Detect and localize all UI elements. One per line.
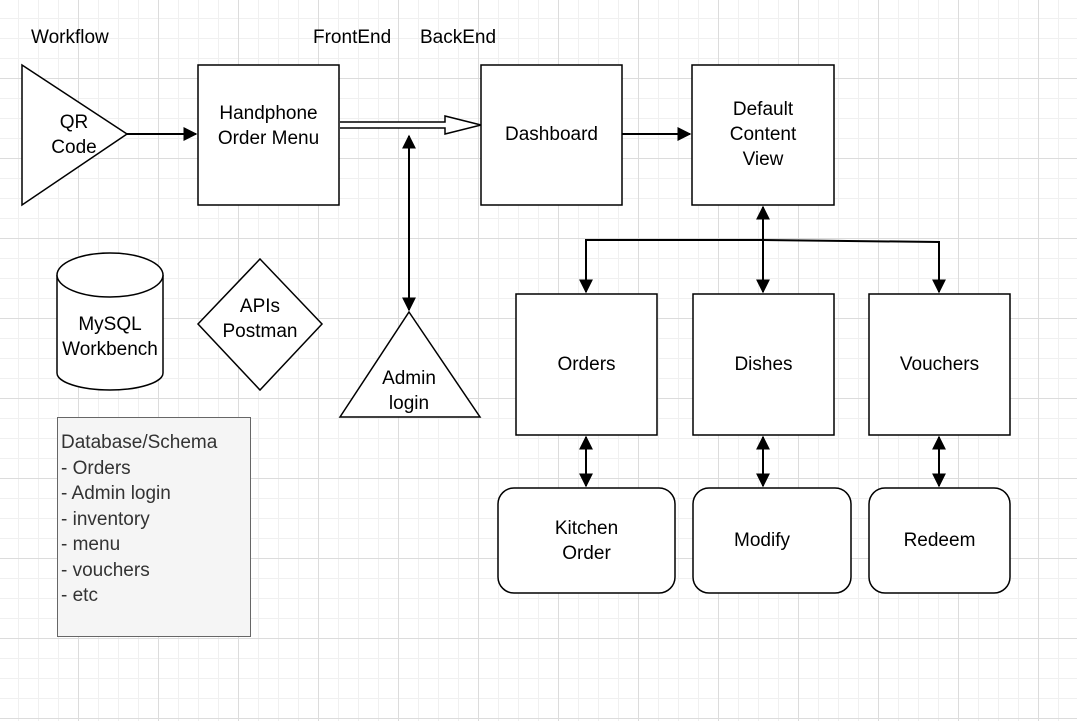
edge-default-view-to-vouchers[interactable]: [762, 239, 946, 294]
schema-item-vouchers: - vouchers: [61, 559, 150, 581]
default-content-view-label: Default Content View: [729, 99, 797, 170]
kitchen-order-label: Kitchen Order: [554, 518, 619, 564]
dishes-label: Dishes: [734, 354, 793, 375]
vouchers-box[interactable]: [868, 293, 1011, 436]
redeem-label: Redeem: [903, 530, 976, 551]
apis-postman-diamond[interactable]: [196, 257, 324, 392]
mysql-cylinder[interactable]: [56, 252, 164, 391]
frontend-heading: FrontEnd: [313, 27, 392, 48]
qr-code-triangle[interactable]: [21, 63, 129, 207]
mysql-workbench-label: MySQL Workbench: [62, 314, 158, 360]
schema-item-inventory: - inventory: [61, 508, 150, 530]
workflow-heading: Workflow: [31, 27, 109, 48]
edge-default-view-to-orders[interactable]: [579, 239, 763, 294]
database-schema-note[interactable]: Database/Schema - Orders - Admin login -…: [57, 417, 251, 637]
modify-box[interactable]: [692, 487, 852, 594]
schema-item-orders: - Orders: [61, 457, 131, 479]
schema-list: - Orders - Admin login - inventory - men…: [61, 456, 250, 609]
dashboard-box[interactable]: [480, 64, 623, 206]
schema-item-admin-login: - Admin login: [61, 483, 171, 504]
schema-item-etc: - etc: [61, 585, 98, 606]
redeem-box[interactable]: [868, 487, 1011, 594]
edge-handphone-to-dashboard[interactable]: [340, 115, 482, 135]
admin-login-label: Admin login: [382, 368, 436, 414]
dashboard-label: Dashboard: [505, 124, 598, 145]
dishes-box[interactable]: [692, 293, 835, 436]
admin-login-triangle[interactable]: [338, 310, 482, 418]
schema-title: Database/Schema: [61, 432, 218, 453]
qr-code-label: QR Code: [51, 112, 97, 158]
vouchers-label: Vouchers: [899, 354, 980, 375]
backend-heading: BackEnd: [420, 27, 497, 48]
orders-box[interactable]: [515, 293, 658, 436]
default-content-view-box[interactable]: [691, 64, 835, 206]
modify-label: Modify: [734, 530, 790, 551]
orders-label: Orders: [557, 354, 616, 375]
handphone-order-menu-box[interactable]: [197, 64, 340, 206]
kitchen-order-box[interactable]: [497, 487, 676, 594]
schema-item-menu: - menu: [61, 534, 121, 555]
handphone-order-menu-label: Handphone Order Menu: [217, 103, 320, 149]
apis-postman-label: APIs Postman: [222, 296, 298, 342]
